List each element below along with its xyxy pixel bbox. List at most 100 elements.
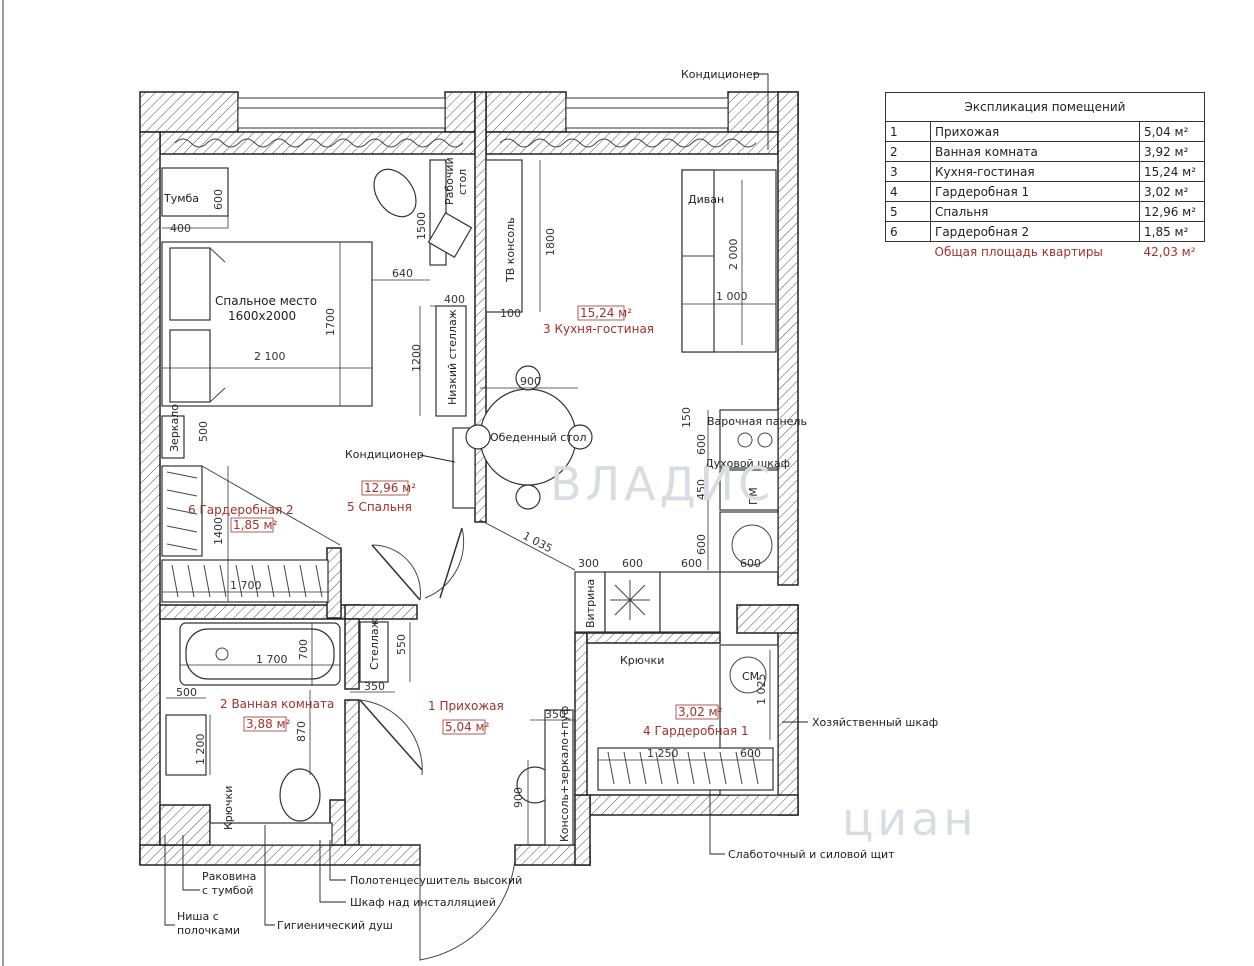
sink-rect — [165, 714, 207, 776]
wardrobe1-name: 4 Гардеробная 1 — [643, 724, 749, 738]
legend-row: 3 Кухня-гостиная 15,24 м² — [885, 161, 1205, 182]
dim-low-shelf-h: 1200 — [410, 344, 423, 372]
dim-tv-w: 100 — [500, 307, 521, 320]
dim-mirror-h: 500 — [197, 421, 210, 442]
leader-lines — [164, 73, 808, 926]
legend-num: 6 — [885, 221, 931, 242]
niche-label-1: Ниша с — [177, 910, 219, 923]
legend-row: 6 Гардеробная 2 1,85 м² — [885, 221, 1205, 242]
bedroom-furniture — [161, 159, 523, 509]
kitchen-name: 3 Кухня-гостиная — [543, 322, 654, 336]
kitchen-area: 15,24 м² — [580, 306, 632, 320]
dim-k300: 300 — [578, 557, 599, 570]
bathroom-name: 2 Ванная комната — [220, 697, 334, 711]
legend-name: Гардеробная 1 — [930, 181, 1140, 202]
niche-label-2: полочками — [177, 924, 240, 937]
furniture-labels: Тумба Спальное место 1600х2000 Рабочий с… — [163, 157, 807, 842]
ac-top-label: Кондиционер — [681, 68, 760, 81]
console-mirror-label: Консоль+зеркало+пуф — [558, 706, 571, 842]
towel-label: Полотенцесушитель высокий — [350, 874, 522, 887]
toilet — [279, 768, 321, 822]
tumba-label: Тумба — [163, 192, 199, 205]
wardrobe-rails — [161, 465, 774, 791]
dim-k150: 150 — [680, 407, 693, 428]
shelving-label: Стеллаж — [368, 618, 381, 670]
legend-area: 3,02 м² — [1139, 181, 1205, 202]
dim-wardrobe2-w: 1 700 — [230, 579, 262, 592]
dim-bed-h: 1700 — [324, 308, 337, 336]
ac-bedroom-label: Кондиционер — [345, 448, 424, 461]
dim-bed-gap: 640 — [392, 267, 413, 280]
dim-350a: 350 — [364, 680, 385, 693]
install-cab-label: Шкаф над инсталляцией — [350, 896, 496, 909]
legend-name: Спальня — [930, 201, 1140, 222]
oven-label: Духовой шкаф — [705, 457, 790, 470]
dimension-lines — [162, 160, 776, 845]
desk-label-1: Рабочий — [443, 157, 456, 205]
legend-row: 4 Гардеробная 1 3,02 м² — [885, 181, 1205, 202]
display-case-label: Витрина — [584, 579, 597, 628]
doors — [359, 527, 516, 961]
dim-diag: 1 035 — [521, 529, 555, 555]
dishwasher-label: ПМ — [747, 487, 760, 505]
dim-table-w: 900 — [520, 375, 541, 388]
watermarks: ВЛАДИС циан — [550, 457, 977, 846]
legend-total-value: 42,03 м² — [1143, 244, 1196, 259]
legend-num: 3 — [885, 161, 931, 182]
display-case-rect — [574, 571, 606, 633]
dim-350b: 350 — [545, 708, 566, 721]
wardrobe2-area: 1,85 м² — [233, 518, 278, 532]
tv-console-rect — [485, 159, 523, 313]
legend-area: 1,85 м² — [1139, 221, 1205, 242]
bed-label-2: 1600х2000 — [228, 309, 296, 323]
dim-k600v2: 600 — [695, 534, 708, 555]
legend-total-row: Общая площадь квартиры 42,03 м² — [886, 242, 1205, 262]
tv-console-label: ТВ консоль — [504, 217, 517, 283]
mirror-rect — [161, 415, 185, 459]
mirror-label: Зеркало — [168, 404, 181, 452]
legend-name: Прихожая — [930, 121, 1140, 142]
dim-bath-h: 700 — [297, 639, 310, 660]
legend-row: 1 Прихожая 5,04 м² — [885, 121, 1205, 142]
bathroom-area: 3,88 м² — [246, 717, 291, 731]
legend-row: 2 Ванная комната 3,92 м² — [885, 141, 1205, 162]
dim-600w: 600 — [740, 747, 761, 760]
legend-area: 5,04 м² — [1139, 121, 1205, 142]
dim-k600v: 600 — [695, 434, 708, 455]
dim-low-shelf-w: 400 — [444, 293, 465, 306]
sink-label-1: Раковина — [202, 870, 256, 883]
dim-870: 870 — [295, 721, 308, 742]
legend-num: 5 — [885, 201, 931, 222]
hallway-area: 5,04 м² — [445, 720, 490, 734]
legend-num: 2 — [885, 141, 931, 162]
dim-k600c: 600 — [740, 557, 761, 570]
legend-area: 3,92 м² — [1139, 141, 1205, 162]
low-shelf-label: Низкий стеллаж — [446, 309, 459, 405]
hooks-label: Крючки — [620, 654, 664, 667]
dim-sofa-w: 1 000 — [716, 290, 748, 303]
legend-title: Экспликация помещений — [885, 92, 1205, 122]
utility-cabinet-label: Хозяйственный шкаф — [812, 716, 938, 729]
legend-row: 5 Спальня 12,96 м² — [885, 201, 1205, 222]
legend-name: Кухня-гостиная — [930, 161, 1140, 182]
dishwasher-rect — [719, 469, 779, 511]
bedroom-name: 5 Спальня — [347, 500, 412, 514]
low-shelf-rect — [435, 305, 467, 417]
dim-1200: 1 200 — [194, 734, 207, 766]
dim-1025: 1 025 — [755, 674, 768, 706]
dim-500: 500 — [176, 686, 197, 699]
area-boxes — [230, 305, 719, 735]
wardrobe2-name: 6 Гардеробная 2 — [188, 503, 294, 517]
watermark-cian: циан — [842, 792, 977, 846]
dim-desk-h: 1500 — [415, 212, 428, 240]
dim-1250: 1 250 — [647, 747, 679, 760]
dim-tv-h: 1800 — [544, 228, 557, 256]
cooktop-rect — [719, 409, 779, 469]
dim-k600b: 600 — [681, 557, 702, 570]
dim-k450: 450 — [695, 479, 708, 500]
hallway-name: 1 Прихожая — [428, 699, 504, 713]
dim-tumba-h: 600 — [212, 189, 225, 210]
dim-bath-w: 1 700 — [256, 653, 288, 666]
legend-num: 4 — [885, 181, 931, 202]
